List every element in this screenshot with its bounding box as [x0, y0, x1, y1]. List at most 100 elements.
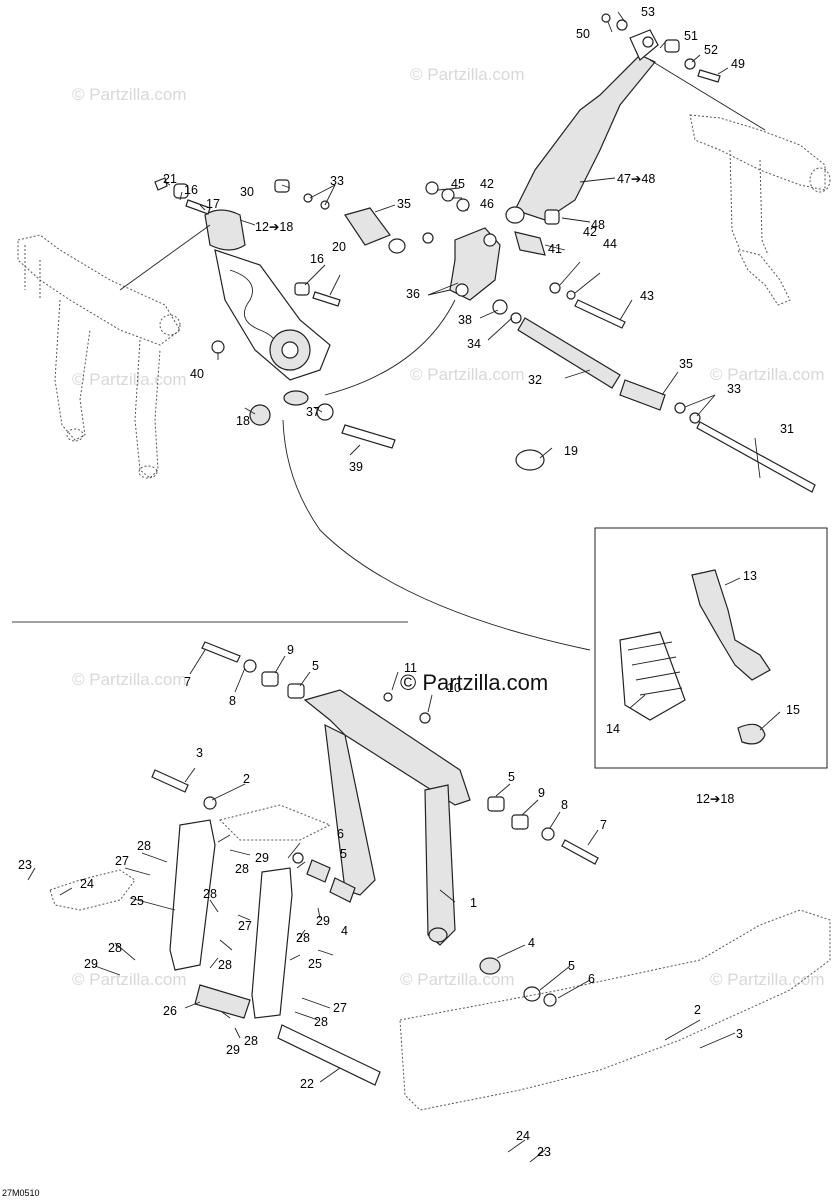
callout-36: 36 [406, 287, 420, 301]
callout-51: 51 [684, 29, 698, 43]
watermark: © Partzilla.com [400, 970, 515, 989]
watermark-center: © Partzilla.com [400, 670, 548, 695]
callout-28: 28 [244, 1034, 258, 1048]
callout-28: 28 [137, 839, 151, 853]
callout-17: 17 [206, 197, 220, 211]
callout-leader-lines [27, 11, 781, 1163]
callout-42: 42 [583, 225, 597, 239]
callout-28: 28 [235, 862, 249, 876]
callout-41: 41 [548, 242, 562, 256]
callout-52: 52 [704, 43, 718, 57]
callout-23: 23 [537, 1145, 551, 1159]
watermark: © Partzilla.com [410, 65, 525, 84]
callout-16: 16 [184, 183, 198, 197]
callout-24: 24 [516, 1129, 530, 1143]
callout-42: 42 [480, 177, 494, 191]
callout-21: 21 [163, 172, 177, 186]
callout-4: 4 [528, 936, 535, 950]
callout-16: 16 [310, 252, 324, 266]
callout-7: 7 [600, 818, 607, 832]
callout-10: 10 [447, 681, 461, 695]
callout-34: 34 [467, 337, 481, 351]
callout-6: 6 [337, 827, 344, 841]
coupler-shock [505, 29, 659, 224]
callout-27: 27 [115, 854, 129, 868]
callout-35: 35 [679, 357, 693, 371]
rear-shock-absorber [204, 209, 331, 406]
callout-47-48: 47➔48 [617, 172, 655, 186]
inset-label: 12➔18 [696, 792, 734, 806]
callout-50: 50 [576, 27, 590, 41]
callout-28: 28 [296, 931, 310, 945]
watermark: © Partzilla.com [72, 670, 187, 689]
watermark: © Partzilla.com [72, 370, 187, 389]
shock-components-inset [594, 527, 828, 769]
callout-39: 39 [349, 460, 363, 474]
callout-18: 18 [236, 414, 250, 428]
watermark: © Partzilla.com [72, 970, 187, 989]
callout-46: 46 [480, 197, 494, 211]
callout-2: 2 [694, 1003, 701, 1017]
callout-37: 37 [306, 405, 320, 419]
callout-29: 29 [226, 1043, 240, 1057]
callout-25: 25 [308, 957, 322, 971]
watermark: © Partzilla.com [410, 365, 525, 384]
callout-27: 27 [333, 1001, 347, 1015]
callout-45: 45 [451, 177, 465, 191]
rocker-arm [449, 227, 501, 301]
callout-43: 43 [640, 289, 654, 303]
callout-27: 27 [238, 919, 252, 933]
callout-3: 3 [196, 746, 203, 760]
callout-25: 25 [130, 894, 144, 908]
callout-29: 29 [84, 957, 98, 971]
callout-5: 5 [312, 659, 319, 673]
callout-19: 19 [564, 444, 578, 458]
callout-48: 48 [591, 218, 605, 232]
callout-28: 28 [314, 1015, 328, 1029]
watermark: © Partzilla.com [710, 970, 825, 989]
callout-28: 28 [203, 887, 217, 901]
callout-26: 26 [163, 1004, 177, 1018]
diagram-code: 27M0510 [2, 1188, 40, 1198]
assembly-arrows [119, 59, 766, 651]
callout-5: 5 [568, 959, 575, 973]
callout-31: 31 [780, 422, 794, 436]
callout-28: 28 [218, 958, 232, 972]
callout-14: 14 [606, 722, 620, 736]
callout-32: 32 [528, 373, 542, 387]
callout-8: 8 [229, 694, 236, 708]
callout-3: 3 [736, 1027, 743, 1041]
rear-link-plates [151, 769, 557, 1086]
callout-28: 28 [108, 941, 122, 955]
callout-9: 9 [538, 786, 545, 800]
callout-15: 15 [786, 703, 800, 717]
callout-22: 22 [300, 1077, 314, 1091]
callout-5: 5 [508, 770, 515, 784]
callout-2: 2 [243, 772, 250, 786]
callout-33: 33 [330, 174, 344, 188]
callout-1: 1 [470, 896, 477, 910]
callout-7: 7 [184, 675, 191, 689]
callout-4: 4 [341, 924, 348, 938]
callout-13: 13 [743, 569, 757, 583]
callout-23: 23 [18, 858, 32, 872]
callout-5: 5 [340, 847, 347, 861]
front-frame-outline [17, 234, 181, 479]
watermark: © Partzilla.com [710, 365, 825, 384]
callout-29: 29 [255, 851, 269, 865]
callout-9: 9 [287, 643, 294, 657]
callout-33: 33 [727, 382, 741, 396]
callout-29: 29 [316, 914, 330, 928]
callout-30: 30 [240, 185, 254, 199]
callout-49: 49 [731, 57, 745, 71]
rail-outline [49, 804, 831, 1111]
callout-labels: 53 50 51 52 49 21 16 17 30 33 45 42 46 4… [18, 5, 800, 1159]
callout-38: 38 [458, 313, 472, 327]
front-arm-assembly [201, 641, 599, 946]
callout-6: 6 [588, 972, 595, 986]
callout-35: 35 [397, 197, 411, 211]
top-hardware [154, 13, 816, 493]
callout-24: 24 [80, 877, 94, 891]
